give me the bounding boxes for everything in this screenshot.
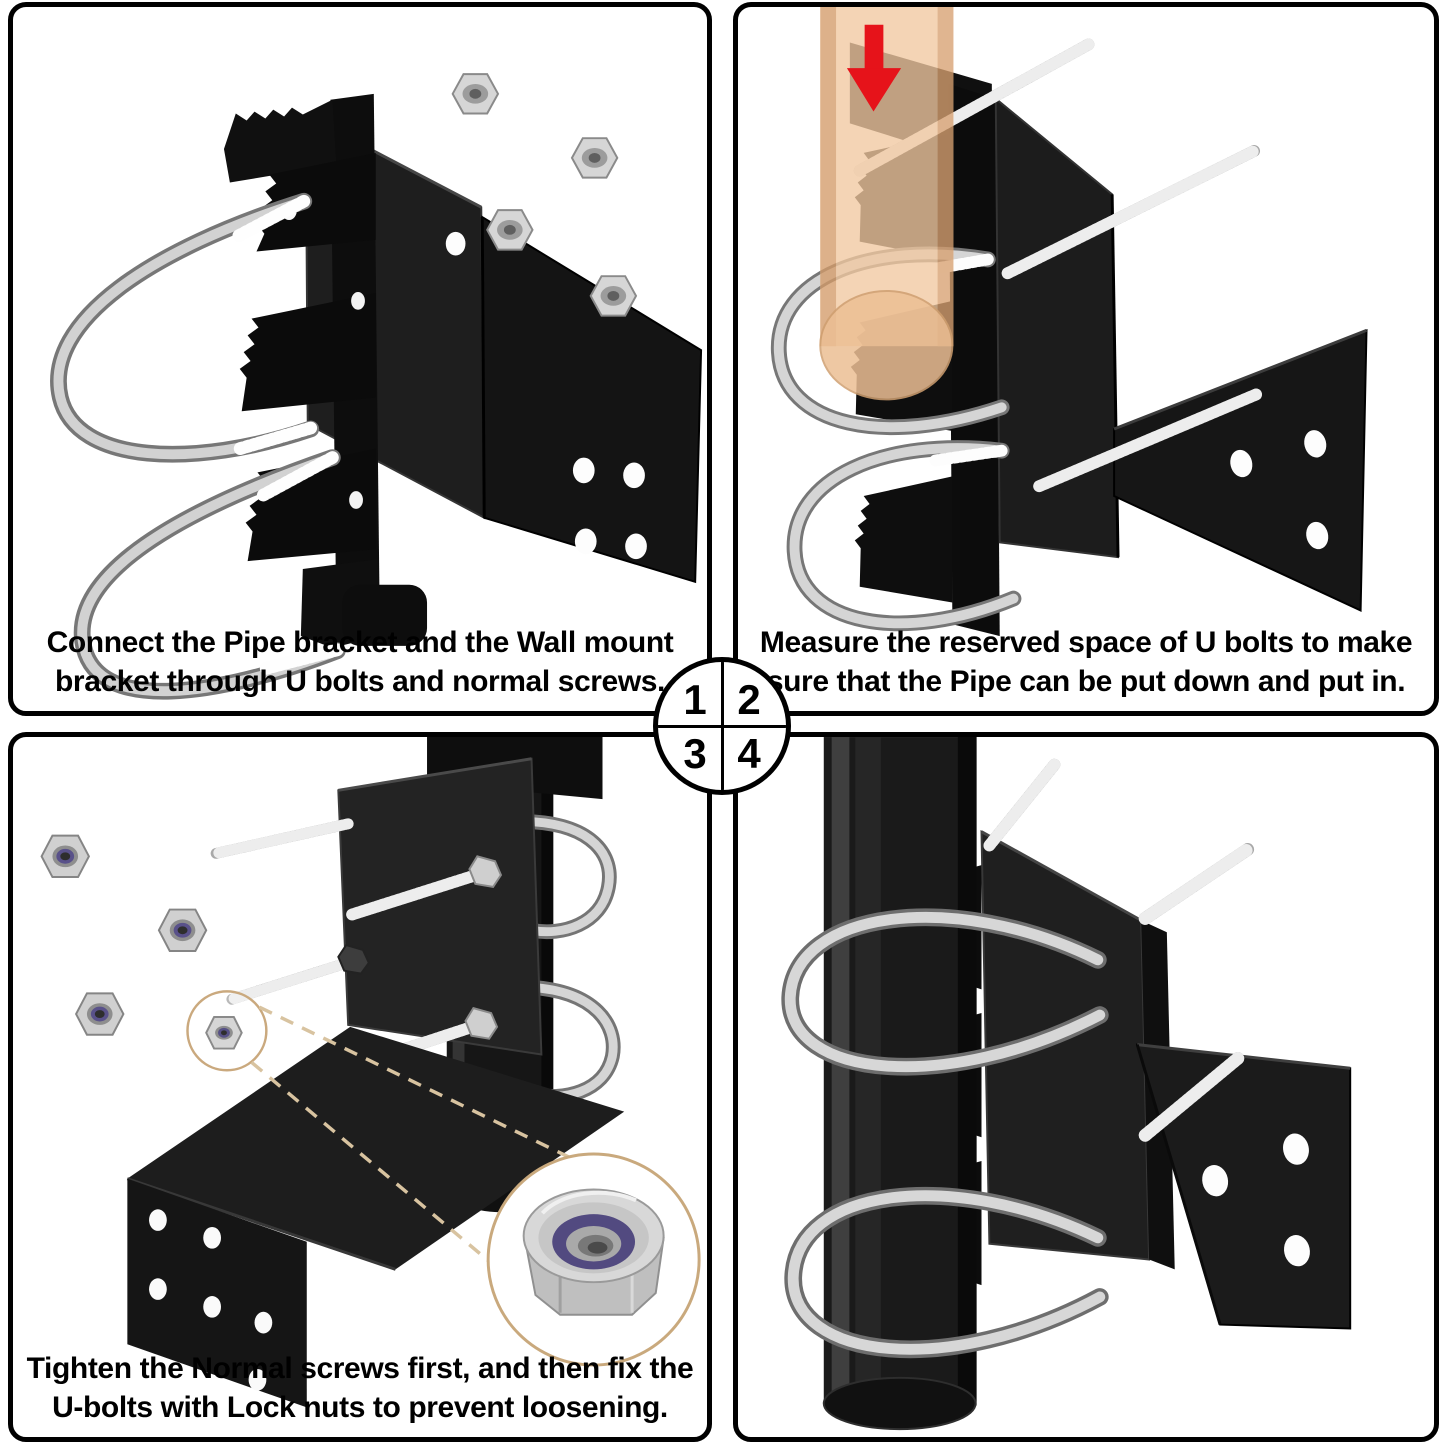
panel-step-2: Measure the reserved space of U bolts to… xyxy=(733,2,1439,716)
screw-rod-icon xyxy=(210,818,489,1073)
u-bolt-icon xyxy=(784,1186,1109,1359)
step-number-3: 3 xyxy=(683,730,707,777)
pipe-bottom-cap xyxy=(819,289,954,401)
step-number-4: 4 xyxy=(737,730,761,777)
caption-step-1: Connect the Pipe bracket and the Wall mo… xyxy=(13,623,707,701)
panel-step-4 xyxy=(733,732,1439,1442)
magnifier-leader-lines xyxy=(250,1005,578,1267)
u-bolt-icon xyxy=(50,192,320,463)
u-bolt-icon xyxy=(73,449,346,700)
pipe-ghost-icon xyxy=(820,7,954,347)
lock-nut-icon xyxy=(40,834,208,1036)
pipe-icon xyxy=(822,737,977,1431)
step-indicator-divider-horizontal xyxy=(658,724,786,728)
pipe-bracket-icon xyxy=(223,93,428,648)
u-bolt-icon xyxy=(786,440,1022,632)
exploded-bracket-illustration xyxy=(50,73,703,700)
step-number-2: 2 xyxy=(737,676,761,723)
step-number-1: 1 xyxy=(683,676,707,723)
step-indicator: 1 2 3 4 xyxy=(653,657,791,795)
caption-step-2: Measure the reserved space of U bolts to… xyxy=(738,623,1434,701)
measure-pipe-illustration xyxy=(770,7,1368,637)
wall-mount-bracket-icon xyxy=(126,1026,625,1408)
caption-step-3: Tighten the Normal screws first, and the… xyxy=(13,1349,707,1427)
wall-mount-bracket-icon xyxy=(1135,1043,1352,1330)
caption-line: U-bolts with Lock nuts to prevent loosen… xyxy=(52,1391,668,1424)
screw-rod-icon xyxy=(983,758,1255,1142)
hex-nut-icon xyxy=(451,73,638,317)
step-numbers: 1 2 3 4 xyxy=(658,662,786,790)
red-down-arrow-icon xyxy=(846,24,902,112)
locknut-magnifier-circle xyxy=(486,1152,701,1367)
panel-step-3: Tighten the Normal screws first, and the… xyxy=(8,732,712,1442)
caption-line: bracket through U bolts and normal screw… xyxy=(55,665,665,698)
panel-step-1: Connect the Pipe bracket and the Wall mo… xyxy=(8,2,712,716)
u-bolt-icon xyxy=(781,908,1109,1076)
clamped-bracket-illustration xyxy=(781,737,1352,1431)
highlight-circle xyxy=(186,990,268,1072)
caption-line: sure that the Pipe can be put down and p… xyxy=(766,665,1406,698)
caption-line: Measure the reserved space of U bolts to… xyxy=(759,626,1413,659)
tighten-locknut-illustration xyxy=(40,737,701,1408)
caption-line: Connect the Pipe bracket and the Wall mo… xyxy=(46,626,674,659)
wall-mount-bracket-icon xyxy=(1113,328,1368,612)
screw-head-icon xyxy=(337,855,503,1040)
caption-line: Tighten the Normal screws first, and the… xyxy=(26,1352,694,1385)
